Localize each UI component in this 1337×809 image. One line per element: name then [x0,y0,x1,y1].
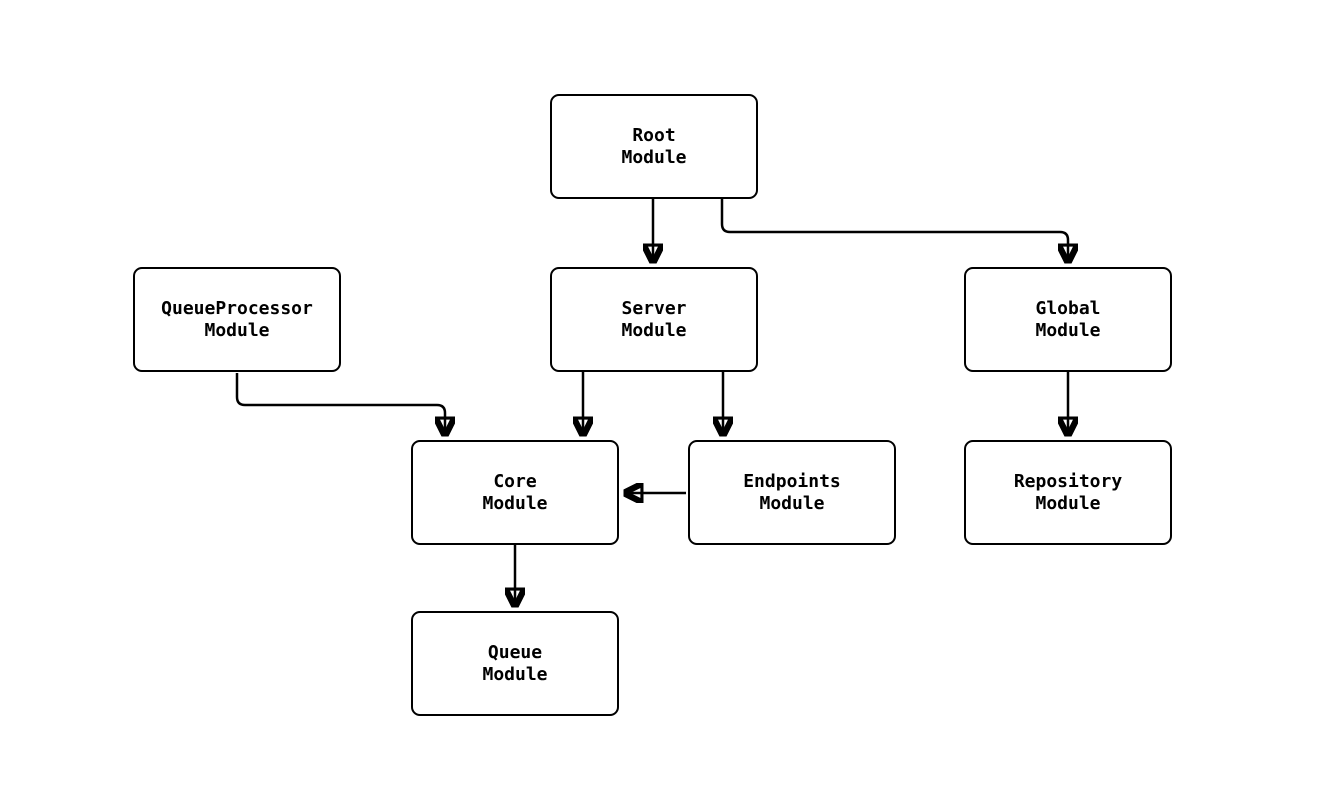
node-label-line2: Module [1035,492,1101,514]
node-label-line2: Module [1035,319,1101,341]
node-repository-module: Repository Module [964,440,1172,545]
node-global-module: Global Module [964,267,1172,372]
edge-queueprocessor-to-core [235,373,445,434]
node-label-line2: Module [621,319,687,341]
node-label-line1: Core [493,470,537,492]
node-label-line1: Queue [487,641,543,663]
node-server-module: Server Module [550,267,758,372]
node-label-line1: Server [621,297,687,319]
node-endpoints-module: Endpoints Module [688,440,896,545]
node-label-line2: Module [759,492,825,514]
node-label-line2: Module [482,663,548,685]
node-label-line1: Endpoints [743,470,841,492]
node-queueprocessor-module: QueueProcessor Module [133,267,341,372]
node-label-line2: Module [204,319,270,341]
edge-root-to-global [720,199,1068,261]
node-label-line1: Global [1035,297,1101,319]
node-core-module: Core Module [411,440,619,545]
node-label-line1: Root [632,124,676,146]
node-label-line1: QueueProcessor [161,297,313,319]
node-label-line2: Module [621,146,687,168]
node-label-line1: Repository [1013,470,1123,492]
node-label-line2: Module [482,492,548,514]
node-queue-module: Queue Module [411,611,619,716]
node-root-module: Root Module [550,94,758,199]
